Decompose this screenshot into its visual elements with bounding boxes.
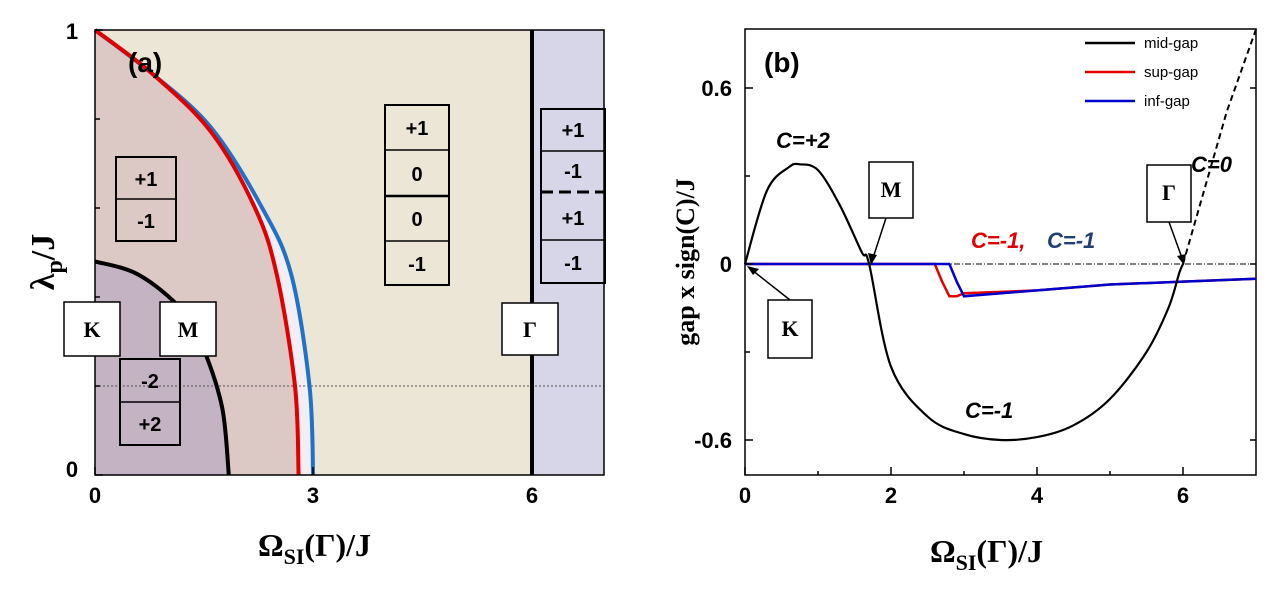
point-label-m-a: M: [159, 301, 217, 357]
y-axis-label-a: λp/J: [25, 234, 68, 291]
legend-label: sup-gap: [1144, 64, 1198, 81]
series-mid-gap: [743, 162, 1185, 442]
svg-text:Γ: Γ: [1162, 180, 1176, 205]
y-tick-label: 1: [66, 19, 78, 44]
x-tick-label: 6: [1177, 483, 1189, 508]
x-tick-label: 6: [526, 483, 538, 508]
chern-value: 0: [411, 164, 422, 186]
legend-label: mid-gap: [1144, 35, 1198, 52]
ticks-a: [94, 29, 533, 476]
chern-value: 0: [411, 209, 422, 231]
y-tick-label: 0.6: [701, 76, 732, 101]
chern-value: +1: [135, 169, 158, 191]
chern-box-4: +1 -1 +1 -1: [540, 108, 606, 284]
region-purple: [95, 261, 229, 475]
x-axis-label-a: ΩSI(Γ)/J: [258, 527, 371, 569]
chern-value: -1: [408, 254, 426, 276]
chern-box-3: +1 0 0 -1: [384, 104, 450, 286]
series-c0-dashed: [1182, 28, 1257, 265]
annotation-c-red: C=-1,: [971, 228, 1025, 253]
chern-value: +1: [406, 118, 429, 140]
x-tick-label: 3: [307, 483, 319, 508]
legend: mid-gap sup-gap inf-gap: [1085, 35, 1198, 110]
panel-label-b: (b): [764, 47, 800, 78]
chern-value: -1: [137, 211, 155, 233]
y-tick-label: 0: [66, 457, 78, 482]
annotation-c-zero: C=0: [1191, 152, 1233, 177]
chern-box-2: -2 +2: [119, 358, 181, 446]
x-tick-label: 4: [1031, 483, 1044, 508]
x-axis-label-b: ΩSI(Γ)/J: [930, 533, 1043, 575]
svg-text:K: K: [781, 316, 798, 341]
x-tick-label: 0: [739, 483, 751, 508]
annotation-c-minus1: C=-1: [965, 398, 1013, 423]
annotation-c-blue: C=-1: [1047, 228, 1095, 253]
ticks-b: [744, 87, 1256, 475]
legend-label: inf-gap: [1144, 93, 1190, 110]
y-tick-label: 0: [720, 252, 732, 277]
series-inf-gap: [745, 262, 1257, 298]
region-gamma: [532, 30, 604, 475]
chern-value: +1: [562, 208, 585, 230]
x-tick-label: 2: [885, 483, 897, 508]
point-label-gamma-b: Γ: [1146, 164, 1192, 265]
chern-value: +1: [562, 120, 585, 142]
panel-label-a: (a): [128, 47, 162, 78]
point-label-m-b: M: [868, 161, 914, 265]
chern-value: +2: [139, 414, 162, 436]
chern-value: -1: [564, 161, 582, 183]
chern-value: -1: [564, 253, 582, 275]
svg-text:Γ: Γ: [523, 317, 537, 342]
svg-text:M: M: [881, 177, 902, 202]
y-tick-label: -0.6: [694, 428, 732, 453]
panel-a: 0 3 6 0 1 (a) ΩSI(Γ)/J λp/J +1 -1 -2 +2: [25, 19, 606, 569]
chern-box-1: +1 -1: [115, 156, 177, 242]
axes-frame-b: [744, 28, 1257, 476]
annotation-c-plus2: C=+2: [776, 128, 831, 153]
series-outer-boundary-red: [93, 28, 301, 476]
point-label-k-b: K: [747, 266, 813, 359]
svg-text:M: M: [178, 317, 199, 342]
panel-b: 0 2 4 6 0.6 0 -0.6 (b) ΩSI(Γ)/J gap x si…: [671, 28, 1257, 575]
x-tick-label: 0: [89, 483, 101, 508]
y-axis-label-b: gap x sign(C)/J: [671, 178, 700, 346]
svg-text:K: K: [83, 317, 100, 342]
point-label-gamma-a: Γ: [501, 302, 559, 356]
chern-value: -2: [141, 371, 159, 393]
point-label-k-a: K: [63, 301, 121, 357]
